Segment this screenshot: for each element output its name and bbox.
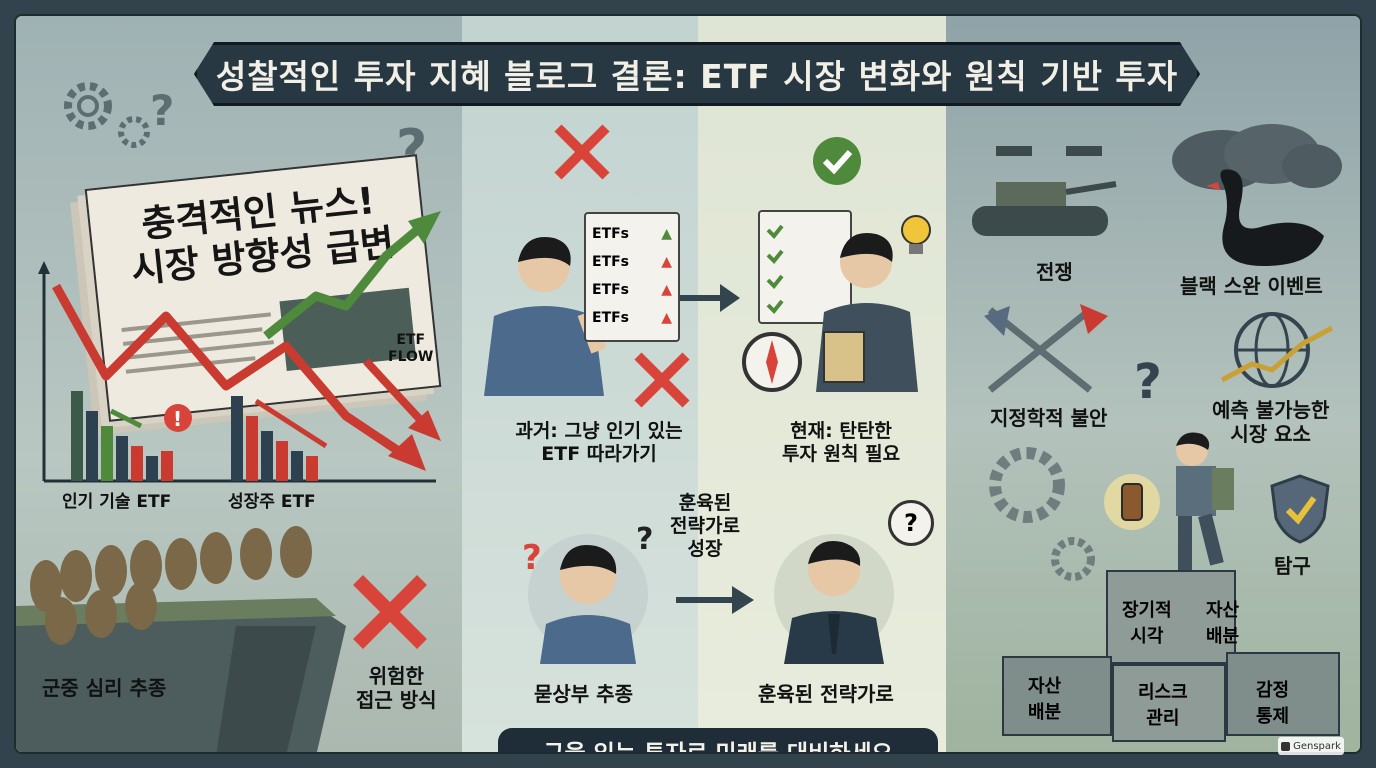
shield-check-icon [1270,474,1330,544]
checklist-card [758,210,852,324]
popular-tech-etf-label: 인기 기술 ETF [62,492,172,512]
block-risk-management-label: 리스크 관리 [1138,682,1188,729]
svg-text:!: ! [173,407,182,431]
red-x-icon [554,124,610,180]
tank-icon [972,146,1117,236]
triangle-up-icon: ▲ [661,226,672,242]
etf-list-item: ETFs ▲ [592,276,672,304]
etf-list-item-label: ETFs [592,254,630,270]
block-asset-allocation [1002,656,1112,736]
cliff-illustration [16,526,346,752]
gear-icon [989,447,1065,523]
gear-icon [118,116,150,148]
genspark-logo-icon [1281,741,1291,751]
triangle-up-icon: ▲ [661,254,672,270]
etf-list-item-label: ETFs [592,226,630,242]
worried-person-figure [528,534,648,664]
disciplined-strategist-label: 훈육된 전략가로 [758,682,894,706]
question-mark-icon: ? [636,522,654,557]
block-asset-allocation-label: 자산 배분 [1028,676,1062,723]
war-label: 전쟁 [1036,260,1073,284]
crossed-swords-icon [984,304,1108,393]
green-check-icon [813,137,861,185]
growth-caption: 훈육된 전략가로 성장 [670,492,740,560]
lightbulb-icon [901,215,931,254]
gear-icon [64,82,112,130]
question-mark-icon: ? [1134,354,1162,410]
black-swan-icon [1206,169,1324,266]
globe-chart-icon [1220,312,1334,388]
watermark-label: Genspark [1293,740,1341,752]
block-long-term [1106,570,1236,664]
red-x-icon [353,575,427,649]
block-risk-management [1112,664,1226,742]
growth-etf-label: 성장주 ETF [228,492,316,512]
confident-person-figure [774,534,894,664]
etf-list-item-label: ETFs [592,310,630,326]
present-label: 현재: 탄탄한 투자 원칙 필요 [781,420,901,465]
black-swan-label: 블랙 스완 이벤트 [1180,274,1323,298]
arrow-right-icon [680,284,740,312]
watermark: Genspark [1278,737,1344,755]
thinking-investor-figure [816,233,918,392]
block-asset-allocation-top-label: 자산 배분 [1206,600,1240,647]
block-long-term-label: 장기적 시각 [1122,600,1172,647]
market-chart: ! [38,211,441,483]
herd-label: 군중 심리 추종 [42,676,167,700]
bottom-banner: 규율 있는 투자로 미래를 대비하세요 [498,728,938,752]
lantern-icon [1104,474,1160,530]
question-mark-icon: ? [150,86,175,135]
etf-list-item: ETFs ▲ [592,304,672,332]
arrow-right-icon [676,586,754,614]
etf-list-item-label: ETFs [592,282,630,298]
etf-list-item: ETFs ▲ [592,220,672,248]
storm-cloud-icon [1172,124,1342,190]
risky-approach-label: 위험한 접근 방식 [356,664,437,712]
etf-list: ETFs ▲ ETFs ▲ ETFs ▲ ETFs ▲ [592,220,672,332]
past-label: 과거: 그냥 인기 있는 ETF 따라가기 [515,420,683,465]
block-emotion-control-label: 감정 통제 [1256,680,1290,727]
etf-list-card [584,212,680,342]
page-title: 성찰적인 투자 지혜 블로그 결론: ETF 시장 변화와 원칙 기반 투자 [194,42,1200,106]
explorer-figure [1176,432,1234,572]
etf-flow-label: ETF FLOW [388,332,434,365]
geopolitical-label: 지정학적 불안 [990,406,1108,430]
etf-list-item: ETFs ▲ [592,248,672,276]
checklist-checks [766,224,784,314]
poster-canvas: ? ? 충격적인 뉴스! 시장 방향성 급변 [14,14,1362,754]
unpredictable-label: 예측 불가능한 시장 요소 [1212,398,1330,446]
triangle-up-icon: ▲ [661,310,672,326]
thought-bubble-icon: ? [888,500,934,546]
explore-label: 탐구 [1274,554,1311,578]
red-x-icon [634,352,690,408]
triangle-up-icon: ▲ [661,282,672,298]
question-mark-icon: ? [522,538,542,578]
blind-follow-label: 묻상부 추종 [534,682,633,706]
gear-icon [1051,537,1095,581]
compass-icon [742,332,802,392]
block-emotion-control [1226,652,1340,736]
